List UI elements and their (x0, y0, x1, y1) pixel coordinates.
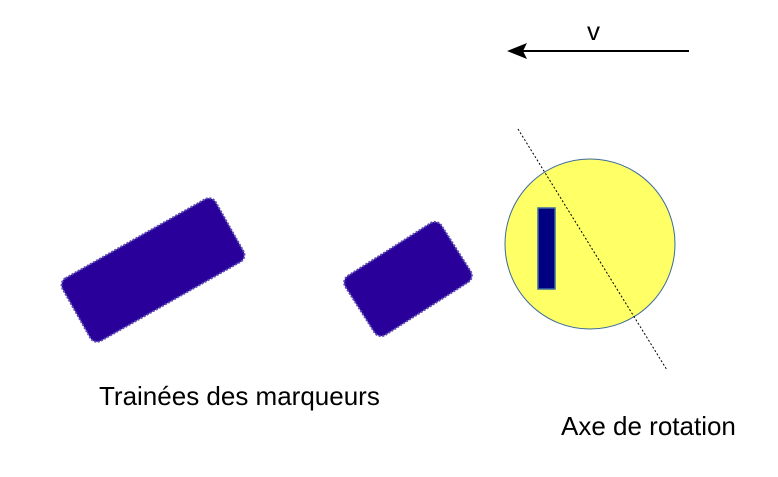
marker-stick (537, 207, 556, 290)
rotation-axis-caption: Axe de rotation (561, 411, 736, 441)
rotation-axis-line (517, 128, 668, 371)
velocity-label: v (587, 16, 600, 46)
velocity-arrowhead (507, 43, 527, 59)
marker-trail-long (60, 197, 246, 343)
marker-trail-short (343, 220, 473, 338)
rotating-disc (504, 158, 676, 330)
marker-trails-caption: Trainées des marqueurs (99, 381, 380, 411)
